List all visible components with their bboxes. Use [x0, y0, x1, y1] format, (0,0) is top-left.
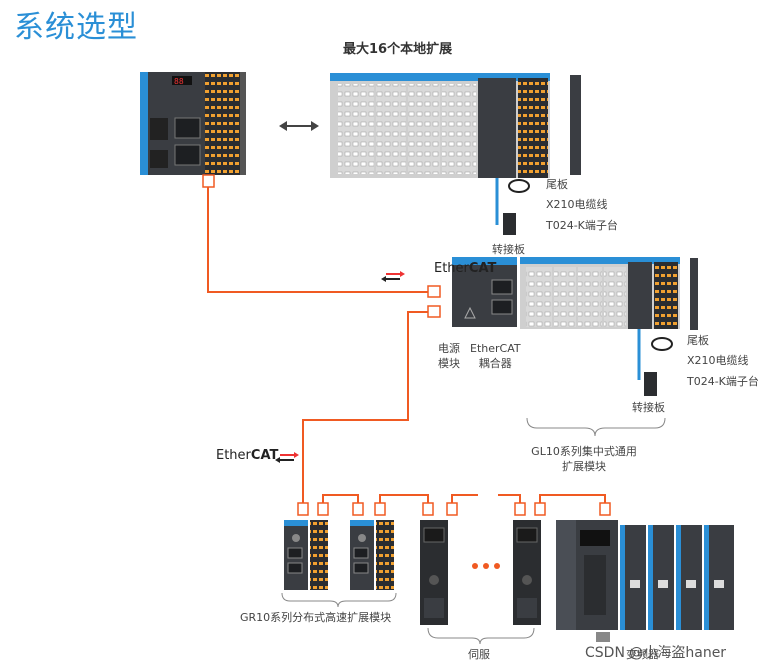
gr10-module-2 — [350, 520, 394, 590]
gl10-expansion-rack — [520, 257, 698, 330]
gr10-label: GR10系列分布式高速扩展模块 — [240, 611, 392, 624]
local-expansion-rack-top — [330, 73, 581, 178]
adapter-label-1: 转接板 — [492, 243, 525, 256]
ethercat-logo-1: EtherCAT — [434, 262, 496, 276]
ethercat-coupler-label: EtherCAT 耦合器 — [470, 341, 521, 371]
ethercat-logo-2: EtherCAT — [216, 449, 278, 463]
inverter-rack — [556, 520, 734, 642]
servo-ellipsis — [472, 563, 500, 569]
ethercat-logo-arrows-2 — [275, 452, 299, 463]
diagram-subtitle: 最大16个本地扩展 — [343, 42, 453, 57]
gl10-label-line1: GL10系列集中式通用 — [531, 445, 637, 458]
ethercat-logo-prefix-1: Ether — [434, 261, 469, 276]
gl10-label-line2: 扩展模块 — [562, 460, 606, 473]
gl10-label: GL10系列集中式通用 扩展模块 — [526, 444, 642, 474]
cable-adapter-second — [637, 329, 673, 396]
terminal-label-2: T024-K端子台 — [687, 375, 759, 388]
tail-board-label-1: 尾板 — [546, 178, 568, 191]
ethercat-logo-arrows-1 — [381, 271, 405, 282]
inverter-label: 变频器 — [626, 648, 659, 661]
ethercat-logo-suffix-2: CAT — [250, 448, 279, 463]
servo-label: 伺服 — [468, 648, 490, 661]
gr10-brace — [281, 592, 397, 608]
plc-cpu-module: 88 — [140, 72, 246, 175]
ethercat-coupler-label-line2: 耦合器 — [478, 357, 512, 370]
servo-drive-2 — [513, 520, 541, 625]
ethercat-logo-suffix-1: CAT — [468, 261, 497, 276]
adapter-label-2: 转接板 — [632, 401, 665, 414]
servo-brace — [427, 627, 535, 645]
servo-drive-1 — [420, 520, 448, 625]
tail-board-label-2: 尾板 — [687, 334, 709, 347]
ethercat-wiring — [207, 182, 606, 508]
cable-adapter-top — [495, 178, 530, 235]
power-module-label: 电源 模块 — [438, 341, 460, 371]
ethercat-logo-prefix-2: Ether — [216, 448, 251, 463]
rj45-connectors — [202, 174, 611, 516]
ethercat-coupler-label-line1: EtherCAT — [470, 342, 521, 355]
ethercat-coupler-module — [452, 257, 517, 327]
page-title: 系统选型 — [14, 10, 138, 45]
svg-text:88: 88 — [174, 77, 184, 86]
gr10-module-1 — [284, 520, 328, 590]
cable-label-2: X210电缆线 — [687, 354, 749, 367]
watermark: CSDN @小海盗haner — [585, 645, 727, 661]
power-module-label-line1: 电源 — [438, 342, 460, 355]
gl10-brace — [526, 417, 666, 437]
power-module-label-line2: 模块 — [438, 357, 460, 370]
expansion-arrow — [279, 121, 319, 131]
terminal-label-1: T024-K端子台 — [546, 219, 618, 232]
cable-label-1: X210电缆线 — [546, 198, 608, 211]
